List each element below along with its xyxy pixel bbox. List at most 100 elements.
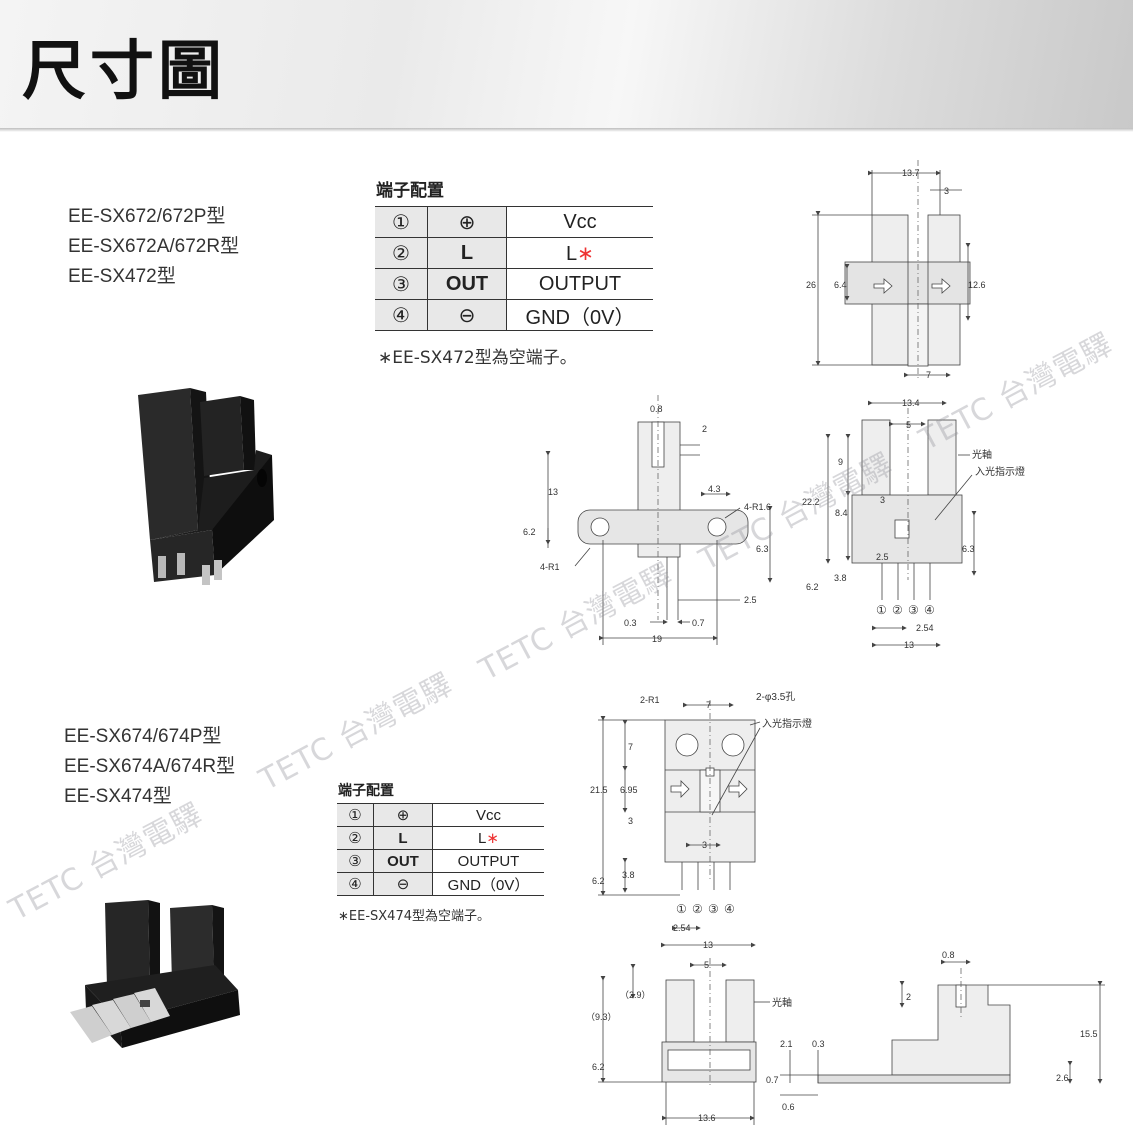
pin-function: L — [566, 242, 578, 265]
dim-label: 3 — [702, 840, 707, 850]
footnote-mark: ∗ — [486, 830, 499, 847]
dim-label: 7 — [628, 742, 633, 752]
table-row: ② L L∗ — [375, 237, 653, 269]
dim-label: 13.6 — [698, 1113, 716, 1123]
dim-label: 5 — [704, 960, 709, 970]
model-name: EE-SX672/672P型 — [68, 206, 226, 227]
pin-symbol: ⊖ — [427, 299, 507, 331]
model-name: EE-SX472型 — [68, 266, 176, 287]
model-name: EE-SX474型 — [64, 786, 172, 807]
pin-function: L — [478, 830, 487, 847]
pin-table-note: ∗EE-SX474型為空端子。 — [338, 909, 490, 924]
pin-function: Vcc — [432, 803, 544, 827]
model-list-1: EE-SX672/672P型 EE-SX672A/672R型 EE-SX472型 — [68, 202, 239, 292]
pin-symbol: OUT — [373, 849, 433, 873]
pin-number: ② — [375, 237, 428, 269]
dim-label: 19 — [652, 634, 662, 644]
pin-label: ③ — [908, 603, 919, 617]
pin-table-2: ① ⊕ Vcc ② L L∗ ③ OUT OUTPUT ④ ⊖ GND（0V） — [337, 803, 544, 896]
drawing-2-front-labels: 5 （2.9） （9.3） 光軸 6.2 13.6 — [586, 960, 792, 1123]
pin-label: ② — [692, 902, 703, 916]
dim-label: 6.2 — [523, 527, 536, 537]
dim-label: 13.7 — [902, 168, 920, 178]
drawing-1-front-view — [545, 395, 773, 645]
dim-label: 13 — [703, 940, 713, 950]
pin-label: ④ — [724, 902, 735, 916]
pin-symbol: L — [427, 237, 507, 269]
dim-label: 9 — [838, 457, 843, 467]
page-title: 尺寸圖 — [22, 35, 226, 109]
pin-label: ① — [876, 603, 887, 617]
table-row: ① ⊕ Vcc — [337, 803, 544, 827]
dim-label: 2 — [702, 424, 707, 434]
dim-label: 2.54 — [916, 623, 934, 633]
sensor-photo-1 — [138, 388, 274, 585]
dim-label: 2.54 — [673, 923, 691, 933]
header-divider — [0, 128, 1133, 132]
pin-label: ② — [892, 603, 903, 617]
pin-number: ③ — [375, 268, 428, 300]
pin-function: GND（0V） — [506, 299, 653, 331]
table-row: ③ OUT OUTPUT — [375, 268, 653, 300]
dim-label: 2.5 — [744, 595, 757, 605]
pin-symbol: L — [373, 826, 433, 850]
dim-label: 4.3 — [708, 484, 721, 494]
drawing-2-top-view — [598, 700, 761, 948]
dim-label: 12.6 — [968, 280, 986, 290]
dim-label: 3 — [628, 816, 633, 826]
dim-label: 2-R1 — [640, 695, 660, 705]
pin-label: ③ — [708, 902, 719, 916]
pin-symbol: OUT — [427, 268, 507, 300]
dim-label: 0.8 — [650, 404, 663, 414]
dim-label: 6.2 — [592, 1062, 605, 1072]
dim-label: 2 — [906, 992, 911, 1002]
pin-number: ④ — [337, 872, 374, 896]
drawing-2-side-labels: 0.8 2 15.5 2.1 0.3 0.7 2.6 0.6 — [766, 950, 1098, 1112]
dim-label: 6.4 — [834, 280, 847, 290]
dim-label: 0.7 — [692, 618, 705, 628]
pin-function-cell: L∗ — [506, 237, 653, 269]
model-list-2: EE-SX674/674P型 EE-SX674A/674R型 EE-SX474型 — [64, 722, 235, 812]
sensor-photo-2 — [70, 900, 240, 1048]
table-row: ④ ⊖ GND（0V） — [337, 872, 544, 896]
table-row: ② L L∗ — [337, 826, 544, 850]
dim-label: 7 — [926, 370, 931, 380]
table-row: ④ ⊖ GND（0V） — [375, 299, 653, 331]
dim-label: 5 — [906, 420, 911, 430]
pin-table-1: ① ⊕ Vcc ② L L∗ ③ OUT OUTPUT ④ ⊖ GND（0V） — [375, 206, 653, 331]
hole-label: 2-φ3.5孔 — [756, 691, 795, 703]
optical-axis-label: 光軸 — [972, 448, 992, 461]
pin-function: OUTPUT — [432, 849, 544, 873]
drawing-1-top-view — [812, 160, 971, 380]
dim-label: 21.5 — [590, 785, 608, 795]
pin-table-title: 端子配置 — [376, 181, 444, 201]
dim-label: 3 — [944, 186, 949, 196]
drawing-1-front-labels: 0.8 2 13 4.3 4-R1.6 6.2 4-R1 6.3 2.5 0.3… — [523, 404, 771, 644]
dim-label: 3.8 — [834, 573, 847, 583]
indicator-label: 入光指示燈 — [762, 717, 812, 730]
pin-symbol: ⊕ — [373, 803, 433, 827]
dim-label: 15.5 — [1080, 1029, 1098, 1039]
dim-label: 26 — [806, 280, 816, 290]
dim-label: 8.4 — [835, 508, 848, 518]
drawing-1-side-view — [825, 400, 977, 648]
dim-label: 6.3 — [962, 544, 975, 554]
dim-label: 0.6 — [782, 1102, 795, 1112]
drawing-2-side-view — [780, 959, 1105, 1096]
pin-table-note: ∗EE-SX472型為空端子。 — [378, 348, 577, 368]
dim-label: 3.8 — [622, 870, 635, 880]
pin-symbol: ⊖ — [373, 872, 433, 896]
dim-label: 0.3 — [624, 618, 637, 628]
dim-label: 3 — [880, 495, 885, 505]
dim-label: 6.2 — [806, 582, 819, 592]
drawing-2-top-labels: 2-R1 7 2-φ3.5孔 入光指示燈 7 21.5 6.95 3 3 3.8… — [590, 691, 812, 950]
dim-label: 13 — [904, 640, 914, 650]
dim-label: 0.3 — [812, 1039, 825, 1049]
pin-number: ① — [337, 803, 374, 827]
dim-label: 6.95 — [620, 785, 638, 795]
dim-label: 0.7 — [766, 1075, 779, 1085]
dim-label: 6.2 — [592, 876, 605, 886]
pin-symbol: ⊕ — [427, 206, 507, 238]
drawing-1-side-labels: 13.4 5 光軸 入光指示燈 9 22.2 3 8.4 2.5 6.3 3.8… — [802, 398, 1025, 650]
